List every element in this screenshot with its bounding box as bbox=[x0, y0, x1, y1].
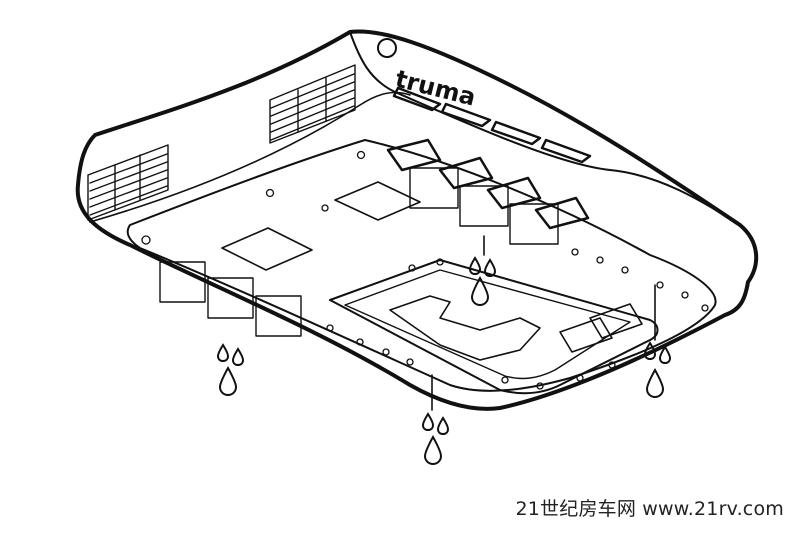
access-panel-2 bbox=[334, 181, 421, 221]
shell-ridge bbox=[349, 31, 741, 226]
water-drop-icon bbox=[483, 258, 497, 278]
drip-lines bbox=[431, 235, 656, 411]
side-vent-grille-left bbox=[87, 144, 169, 221]
water-drop-icon bbox=[423, 434, 443, 466]
water-drop-icon bbox=[436, 416, 450, 436]
water-drop-icon bbox=[218, 365, 238, 397]
housing-outline bbox=[75, 29, 759, 411]
air-inlet-openings bbox=[386, 138, 590, 230]
top-air-outlets bbox=[392, 86, 592, 164]
logo-text: truma bbox=[393, 65, 479, 112]
base-plate bbox=[126, 139, 717, 392]
water-drop-icon bbox=[470, 275, 490, 307]
watermark: 21世纪房车网 www.21rv.com bbox=[515, 498, 784, 520]
drain-boxes bbox=[159, 167, 559, 337]
water-drop-icon bbox=[421, 412, 435, 432]
access-panel-1 bbox=[221, 227, 313, 271]
side-vent-grille-right bbox=[269, 64, 356, 144]
water-drop-icon bbox=[643, 341, 657, 361]
screw-holes bbox=[141, 150, 709, 390]
water-drop-icon bbox=[658, 345, 672, 365]
water-drop-icon bbox=[216, 343, 230, 363]
water-drop-icon bbox=[231, 347, 245, 367]
water-drop-icon bbox=[468, 256, 482, 276]
water-drops bbox=[216, 256, 672, 466]
water-drop-icon bbox=[645, 367, 665, 399]
mounting-frame bbox=[329, 259, 659, 395]
